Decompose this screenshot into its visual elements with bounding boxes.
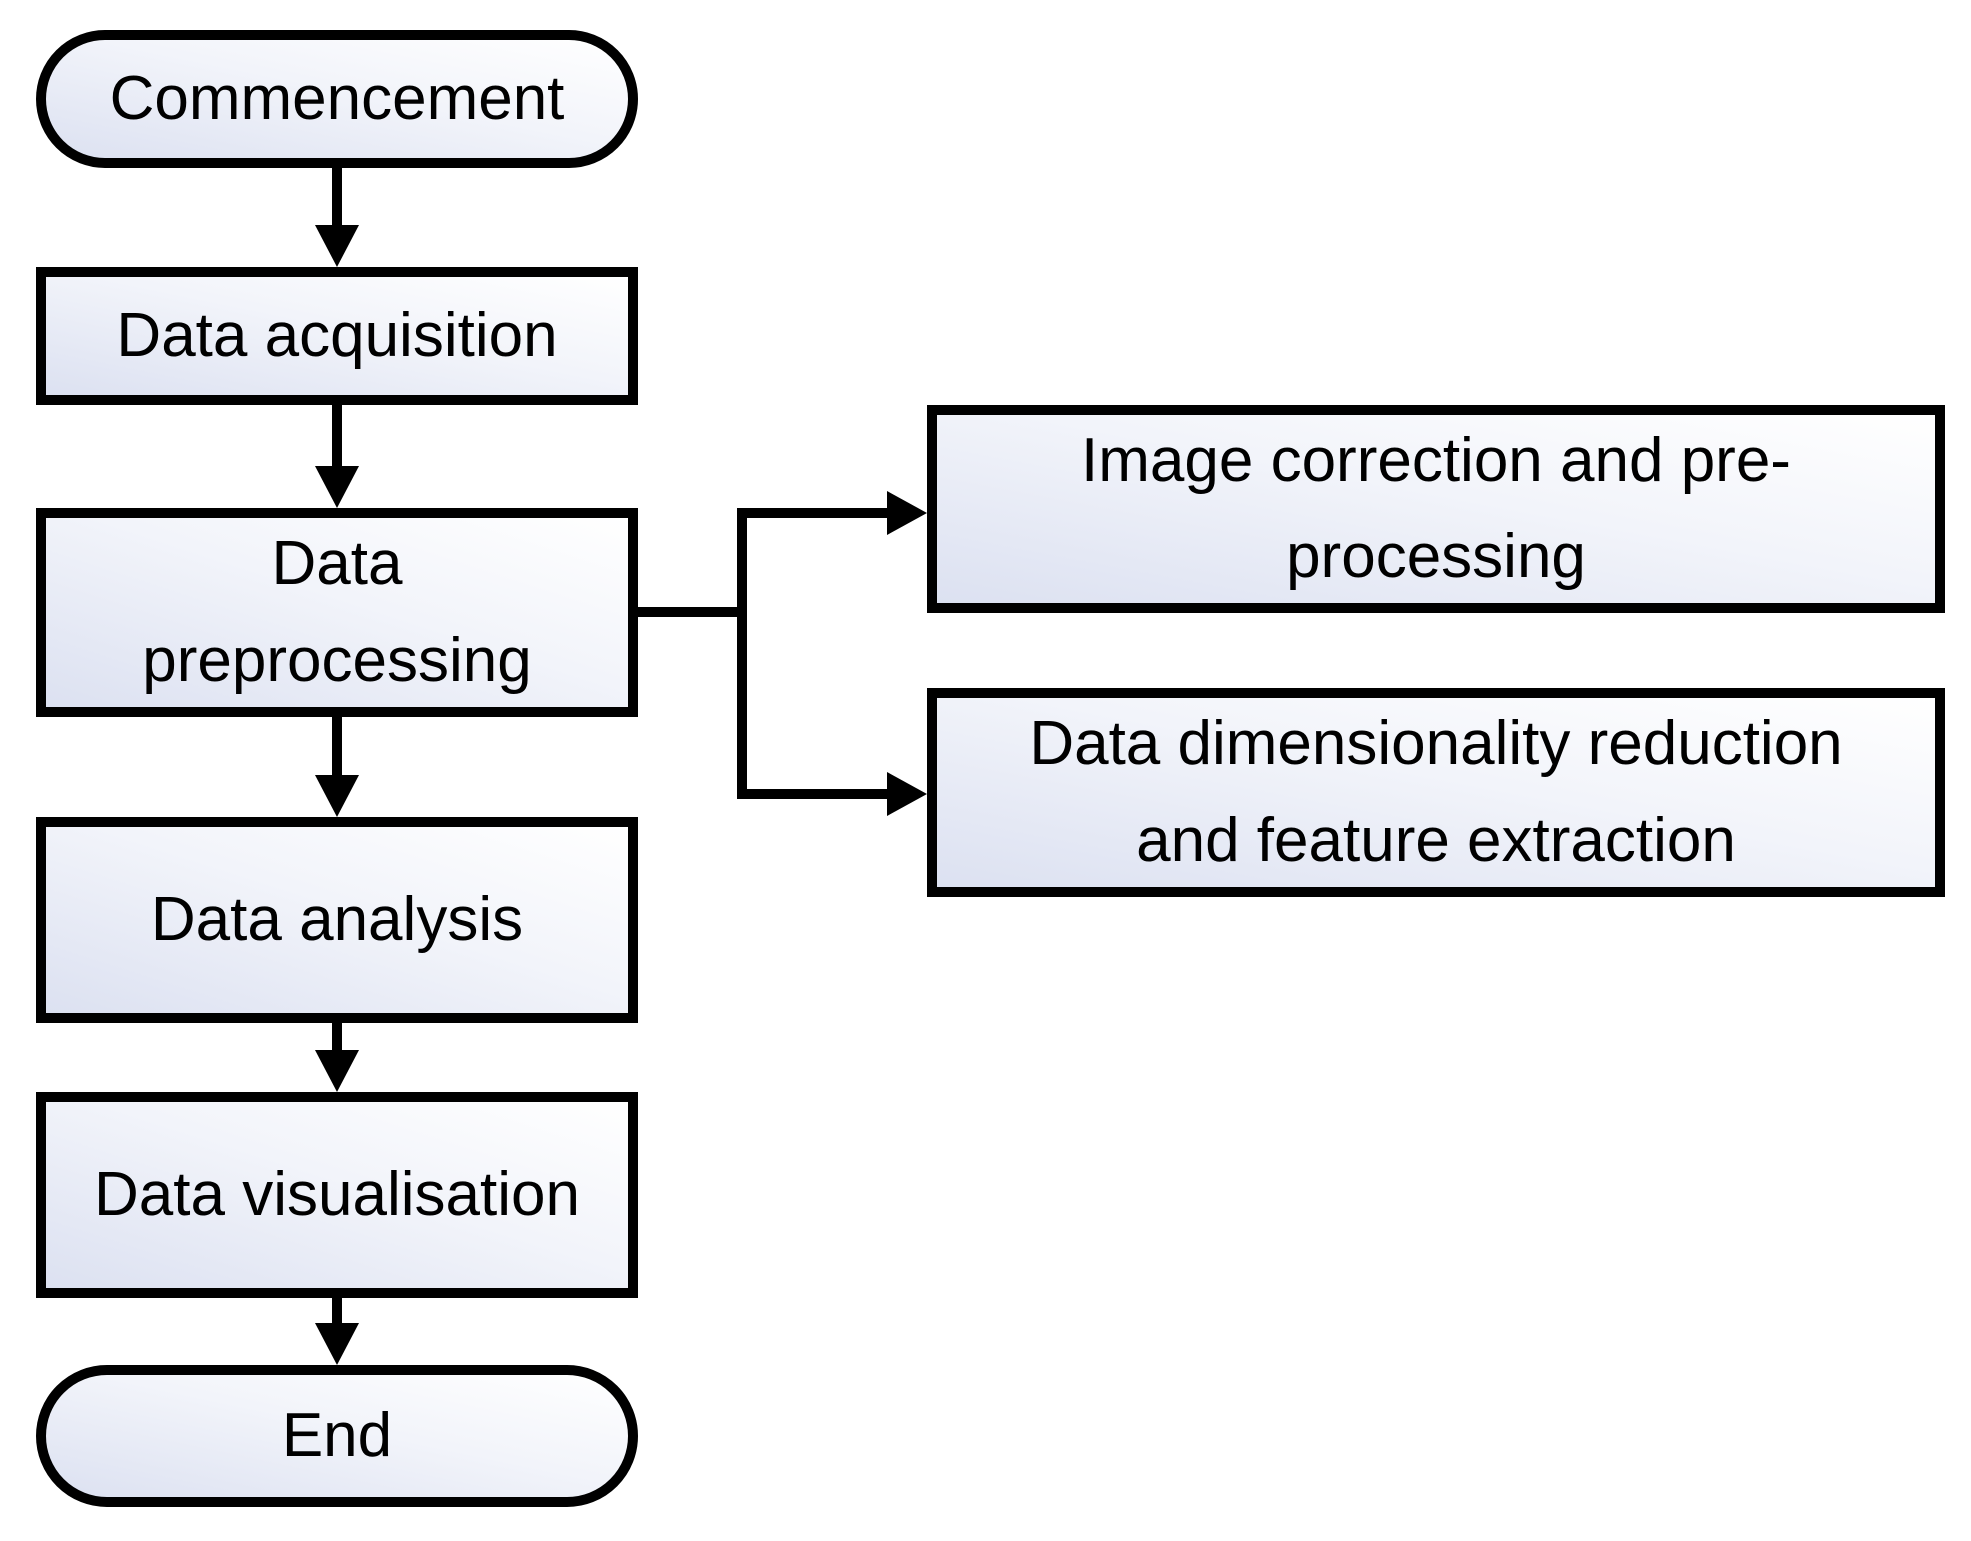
node-label: Data analysis — [150, 884, 524, 954]
node-end: End — [36, 1365, 638, 1507]
node-data-preprocessing: Data preprocessing — [36, 508, 638, 717]
node-label: Commencement — [109, 63, 565, 133]
edge-preprocessing-branch-trunk — [628, 508, 747, 799]
node-label: Data visualisation — [94, 1159, 580, 1229]
edge-acquisition-preprocessing — [315, 403, 359, 508]
edge-analysis-visualisation — [315, 1019, 359, 1092]
edge-commencement-acquisition — [315, 162, 359, 267]
node-label: End — [281, 1400, 393, 1470]
edge-preprocessing-analysis — [315, 713, 359, 817]
node-label: Data preprocessing — [142, 529, 532, 695]
edge-preprocessing-image-correction — [742, 491, 927, 535]
edge-preprocessing-dim-reduction — [742, 772, 927, 816]
node-image-correction-preprocessing: Image correction and pre- processing — [927, 405, 1945, 613]
node-data-acquisition: Data acquisition — [36, 267, 638, 405]
node-label: Data dimensionality reduction and featur… — [1029, 709, 1843, 875]
edge-visualisation-end — [315, 1294, 359, 1365]
node-commencement: Commencement — [36, 30, 638, 168]
node-label: Image correction and pre- processing — [1081, 425, 1791, 591]
node-data-visualisation: Data visualisation — [36, 1092, 638, 1298]
node-label: Data acquisition — [116, 300, 558, 370]
node-data-analysis: Data analysis — [36, 817, 638, 1023]
node-dimensionality-reduction-feature-extraction: Data dimensionality reduction and featur… — [927, 688, 1945, 897]
